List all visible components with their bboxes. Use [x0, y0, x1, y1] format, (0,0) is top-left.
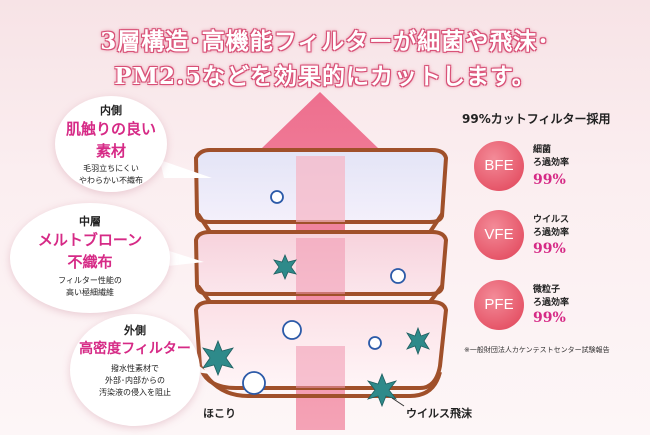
headline-line-1: 3層構造･高機能フィルターが細菌や飛沫･: [100, 28, 550, 55]
dust-particle-1: [270, 190, 284, 204]
virus-particle-2: [202, 339, 234, 377]
bubble-pointer-inner: [160, 160, 212, 178]
vfe-percent: 99%: [533, 241, 566, 257]
bubble-outer-layer: 外側 高密度フィルター 撥水性素材で 外部･内部からの 汚染液の侵入を阻止: [70, 314, 200, 426]
virus-particle-4: [366, 372, 398, 408]
virus-droplet-label: ウイルス飛沫: [406, 407, 472, 420]
layer-outer: [193, 300, 449, 398]
middle-desc-1: フィルター性能の: [58, 276, 122, 285]
cut-filter-heading: 99%カットフィルター採用: [462, 112, 611, 126]
outer-desc-2: 外部･内部からの: [105, 376, 165, 385]
dust-particle-4: [368, 336, 382, 350]
layer-inner: [193, 148, 449, 234]
inner-title-2: 素材: [95, 142, 126, 160]
virus-particle-1: [273, 253, 297, 281]
pfe-line-2: ろ過効率: [533, 298, 570, 308]
dust-particle-3: [282, 320, 302, 340]
virus-particle-3: [406, 326, 430, 356]
vfe-line-1: ウイルス: [533, 215, 570, 225]
pfe-badge: PFE: [474, 280, 524, 330]
middle-title-2: 不織布: [67, 253, 113, 271]
outer-title-1: 高密度フィルター: [79, 341, 191, 357]
bfe-badge: BFE: [474, 141, 524, 191]
outer-desc-1: 撥水性素材で: [111, 364, 159, 373]
bfe-line-2: ろ過効率: [533, 158, 570, 168]
vfe-badge: VFE: [474, 210, 524, 260]
dust-label: ほこり: [203, 407, 236, 420]
layer-middle: [193, 230, 449, 304]
dust-particle-5: [242, 371, 266, 395]
inner-position-label: 内側: [100, 104, 122, 117]
dust-particle-2: [390, 268, 406, 284]
bfe-line-1: 細菌: [533, 145, 552, 155]
outer-position-label: 外側: [124, 324, 146, 337]
pfe-line-1: 微粒子: [533, 285, 561, 295]
middle-position-label: 中層: [79, 215, 101, 228]
inner-desc-1: 毛羽立ちにくい: [83, 164, 139, 173]
virus-label-leader: [391, 397, 405, 407]
bfe-percent: 99%: [533, 172, 566, 188]
vfe-line-2: ろ過効率: [533, 228, 570, 238]
middle-desc-2: 高い極細繊維: [66, 288, 114, 297]
headline-line-2: PM2.5などを効果的にカットします。: [114, 63, 536, 90]
middle-title-1: メルトブローン: [37, 231, 143, 249]
outer-desc-3: 汚染液の侵入を阻止: [99, 388, 171, 397]
bubble-inner-layer: 内側 肌触りの良い 素材 毛羽立ちにくい やわらかい不織布: [55, 96, 167, 192]
bubble-pointer-middle: [166, 250, 204, 266]
bubble-middle-layer: 中層 メルトブローン 不織布 フィルター性能の 高い極細繊維: [10, 203, 170, 313]
test-report-note: ※一般財団法人カケンテストセンター試験報告: [464, 346, 610, 354]
inner-title-1: 肌触りの良い: [65, 120, 156, 138]
pfe-percent: 99%: [533, 310, 566, 326]
inner-desc-2: やわらかい不織布: [79, 176, 143, 185]
